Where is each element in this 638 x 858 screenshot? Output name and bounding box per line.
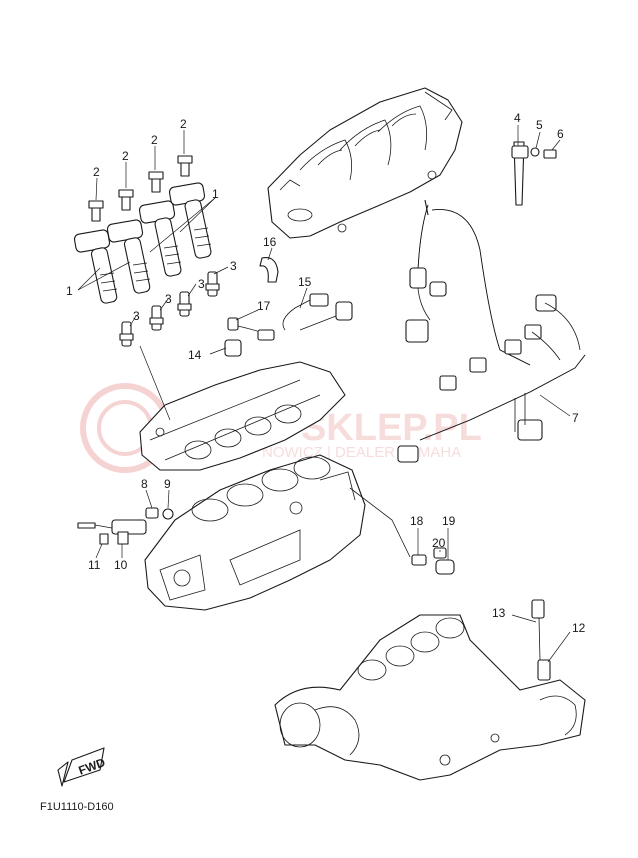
- cylinder-head: [139, 361, 346, 471]
- callout-14: 14: [188, 348, 202, 362]
- cylinder-head-cover: [267, 87, 463, 239]
- spark-plugs: [119, 271, 220, 347]
- callout-2-b: 2: [122, 149, 129, 163]
- wire-harness: [397, 199, 586, 463]
- callout-3-c: 3: [165, 292, 172, 306]
- diagram-code: F1U1110-D160: [40, 801, 114, 813]
- callout-12: 12: [572, 621, 586, 635]
- callout-5: 5: [536, 118, 543, 132]
- callout-15: 15: [298, 275, 312, 289]
- leader-lines: [77, 125, 571, 663]
- callout-3-b: 3: [198, 277, 205, 291]
- callout-10: 10: [114, 558, 128, 572]
- fwd-arrow: FWD: [57, 747, 107, 787]
- callout-3-a: 3: [230, 259, 237, 273]
- callout-13: 13: [492, 606, 506, 620]
- callouts: 1 1 2 2 2 2 3 3 3 3 4 5 6 7 8 9 10 11 12…: [66, 111, 586, 635]
- callout-4: 4: [514, 111, 521, 125]
- callout-6: 6: [557, 127, 564, 141]
- callout-2-a: 2: [93, 165, 100, 179]
- callout-11: 11: [88, 558, 101, 572]
- callout-7: 7: [572, 411, 579, 425]
- cable-tie-parts: [511, 141, 557, 206]
- callout-1-top: 1: [212, 187, 219, 201]
- callout-18: 18: [410, 514, 424, 528]
- callout-2-d: 2: [180, 117, 187, 131]
- callout-8: 8: [141, 477, 148, 491]
- callout-17: 17: [257, 299, 271, 313]
- sensor-parts-left: [77, 507, 174, 545]
- callout-3-d: 3: [133, 309, 140, 323]
- ignition-coils: [73, 182, 212, 304]
- callout-2-c: 2: [151, 133, 158, 147]
- callout-20: 20: [432, 536, 446, 550]
- coil-bolts: [88, 155, 193, 222]
- exhaust-manifold: [274, 599, 586, 781]
- small-sensor-parts: [224, 257, 353, 357]
- callout-16: 16: [263, 235, 277, 249]
- callout-1-left: 1: [66, 284, 73, 298]
- callout-19: 19: [442, 514, 456, 528]
- sensor-parts-right: [349, 487, 455, 575]
- watermark-dealer: NOWICZ | DEALER YAMAHA: [262, 444, 461, 461]
- callout-9: 9: [164, 477, 171, 491]
- cylinder-block: [144, 454, 366, 611]
